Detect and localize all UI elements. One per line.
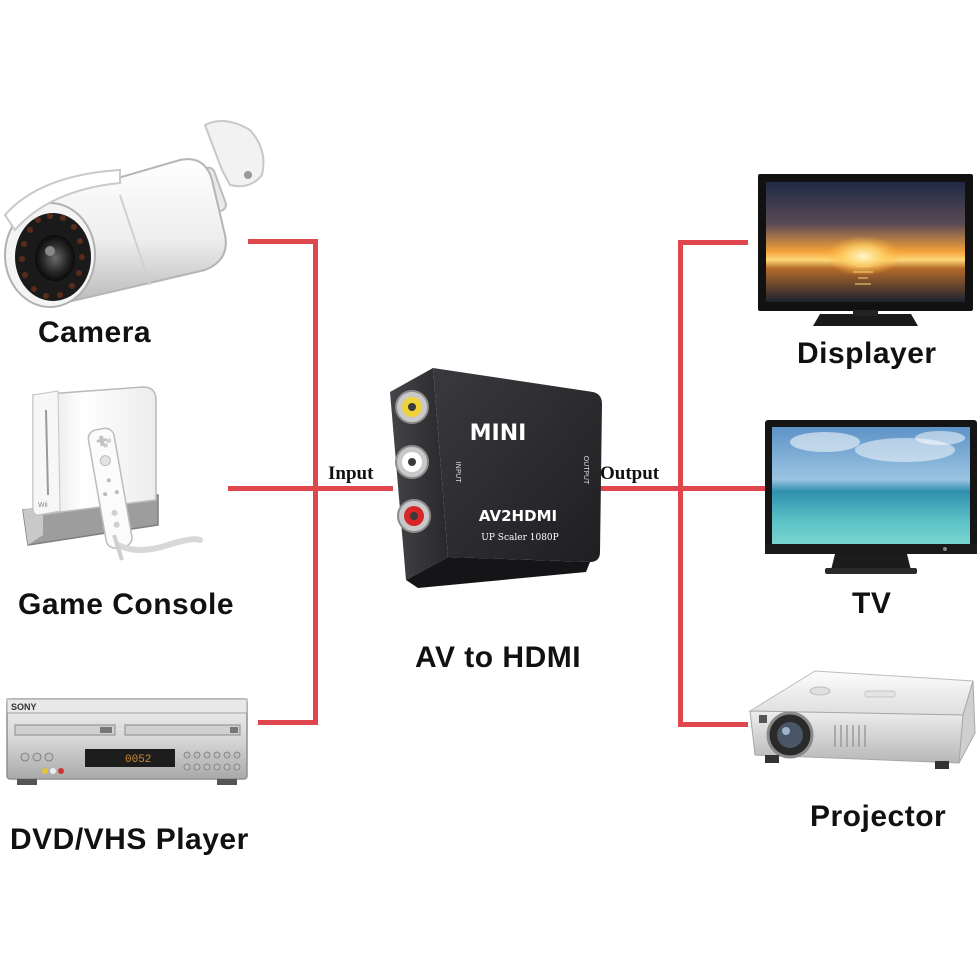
input-trunk: [313, 486, 393, 491]
dvd-vhs-player-label: DVD/VHS Player: [10, 823, 249, 856]
converter-brand: MINI: [470, 421, 527, 446]
converter-label: AV to HDMI: [415, 641, 582, 674]
tv-label: TV: [852, 587, 892, 620]
projector-label: Projector: [810, 800, 947, 833]
converter-port-in: INPUT: [454, 462, 462, 484]
dvd-brand: SONY: [11, 702, 37, 712]
game-console-label: Game Console: [18, 588, 235, 621]
tv-icon: [765, 420, 977, 578]
converter-subtitle: UP Scaler 1080P: [481, 533, 558, 543]
input-line-camera: [248, 239, 318, 244]
input-bus-vertical: [313, 239, 318, 725]
output-bus-vertical: [678, 240, 683, 727]
displayer-label: Displayer: [797, 337, 937, 370]
dvd-counter: 0052: [125, 754, 151, 766]
converter-model: AV2HDMI: [479, 507, 557, 525]
dvd-vhs-player-icon: SONY 0052: [5, 697, 250, 789]
security-camera-icon: [0, 115, 275, 310]
game-console-icon: Wii: [18, 385, 208, 565]
camera-label: Camera: [38, 316, 152, 349]
output-line-projector: [678, 722, 748, 727]
input-edge-label: Input: [328, 463, 374, 484]
input-line-dvd-vhs: [258, 720, 318, 725]
av-to-hdmi-converter-icon: MINI AV2HDMI UP Scaler 1080P INPUT OUTPU…: [388, 362, 610, 590]
output-trunk: [600, 486, 682, 491]
projector-icon: [745, 663, 977, 781]
converter-port-out: OUTPUT: [582, 456, 590, 485]
output-edge-label: Output: [600, 463, 660, 484]
svg-text:Wii: Wii: [38, 502, 48, 509]
input-line-game-console: [228, 486, 318, 491]
output-line-displayer: [678, 240, 748, 245]
output-line-tv: [678, 486, 768, 491]
monitor-icon: [758, 174, 973, 332]
